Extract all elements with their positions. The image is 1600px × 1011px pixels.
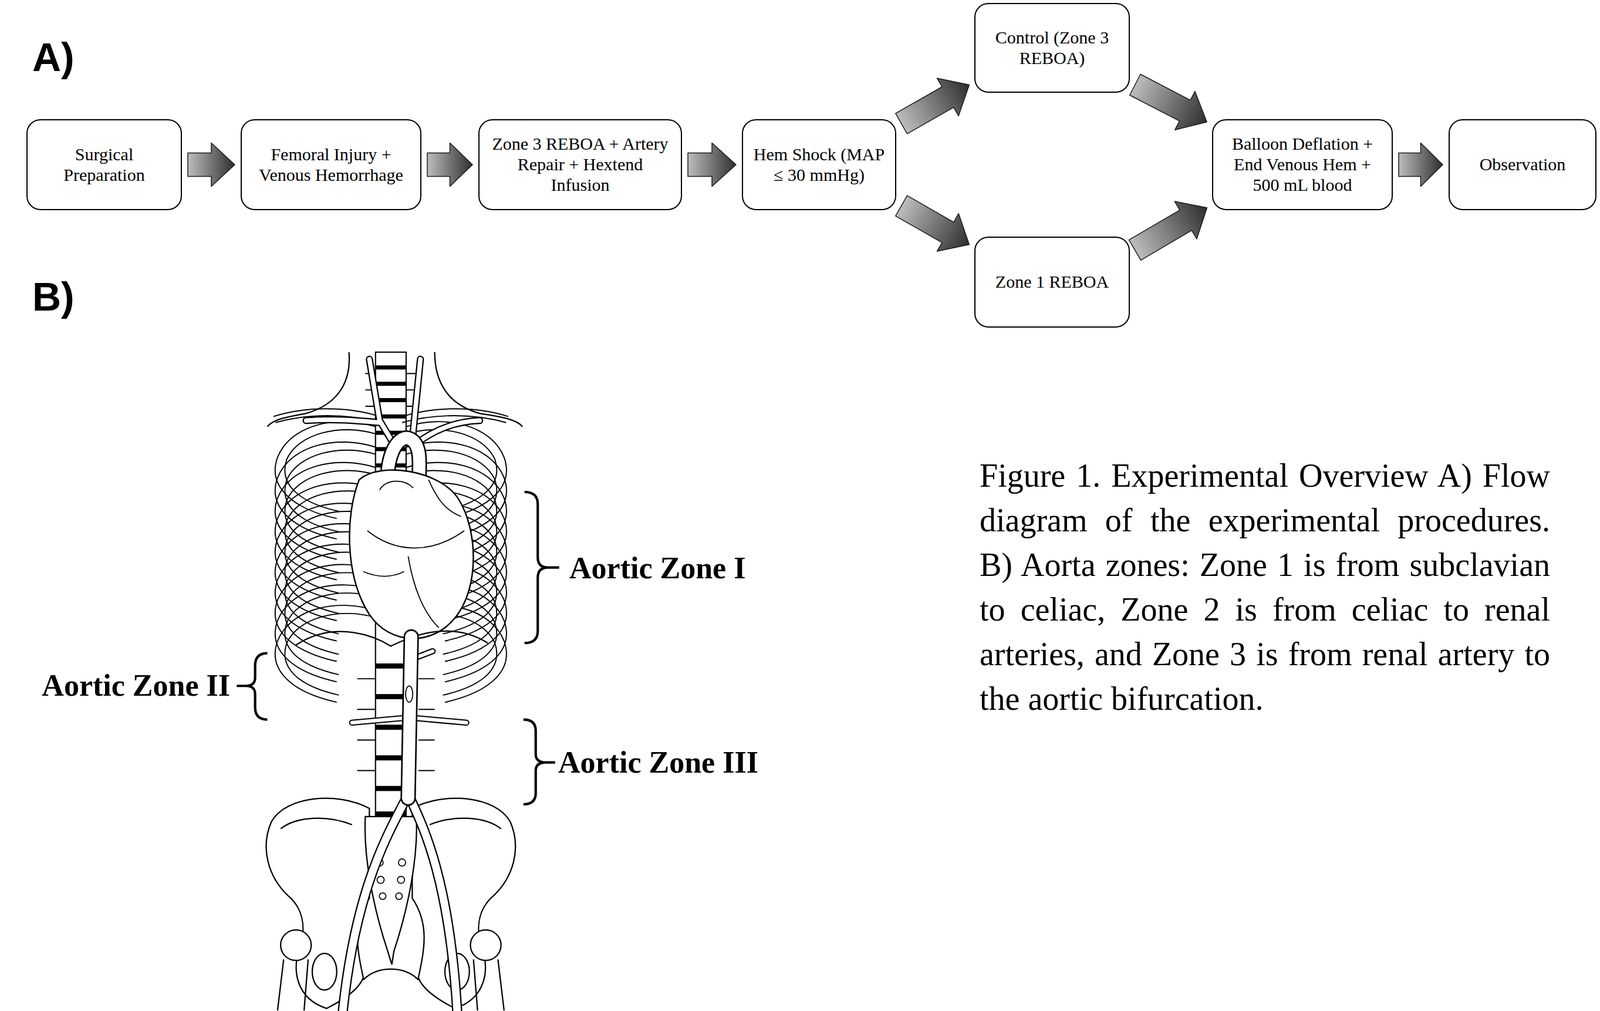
block-arrow	[1398, 143, 1443, 187]
block-arrow	[1129, 74, 1207, 131]
process-box: Surgical Preparation	[26, 119, 182, 211]
box-text: Observation	[1479, 154, 1566, 175]
process-box: Zone 1 REBOA	[974, 236, 1130, 328]
block-arrow	[687, 143, 737, 187]
figure-caption: Figure 1. Experimental Overview A) Flow …	[979, 453, 1551, 721]
zone-label: Aortic Zone III	[558, 747, 759, 778]
box-text: Control (Zone 3 REBOA)	[983, 27, 1121, 69]
block-arrow	[895, 195, 970, 252]
zone-bracket	[236, 491, 559, 805]
box-text: Zone 3 REBOA + Artery Repair + Hextend I…	[487, 133, 673, 195]
abdominal-aorta	[342, 636, 467, 1011]
diaphragm	[295, 630, 488, 647]
box-text: Balloon Deflation + End Venous Hem + 500…	[1221, 133, 1384, 195]
panel-letter: B)	[32, 276, 75, 317]
process-box: Observation	[1448, 119, 1597, 211]
heart	[349, 470, 474, 639]
process-box: Balloon Deflation + End Venous Hem + 500…	[1212, 119, 1393, 211]
process-box: Hem Shock (MAP ≤ 30 mmHg)	[741, 119, 897, 211]
aortic-arch	[306, 359, 481, 488]
panel-letter: A)	[32, 36, 75, 77]
rib-cage	[273, 408, 509, 702]
block-arrow	[187, 143, 235, 187]
process-box: Femoral Injury + Venous Hemorrhage	[240, 119, 422, 211]
box-text: Hem Shock (MAP ≤ 30 mmHg)	[751, 144, 887, 186]
block-arrow	[427, 143, 473, 187]
process-box: Control (Zone 3 REBOA)	[974, 2, 1130, 93]
box-text: Surgical Preparation	[35, 144, 173, 186]
block-arrow	[895, 78, 970, 134]
box-text: Zone 1 REBOA	[995, 271, 1109, 293]
block-arrow	[1129, 201, 1208, 261]
zone-label: Aortic Zone II	[41, 670, 231, 701]
process-box: Zone 3 REBOA + Artery Repair + Hextend I…	[478, 119, 683, 211]
zone-label: Aortic Zone I	[569, 552, 746, 584]
box-text: Femoral Injury + Venous Hemorrhage	[250, 144, 413, 186]
